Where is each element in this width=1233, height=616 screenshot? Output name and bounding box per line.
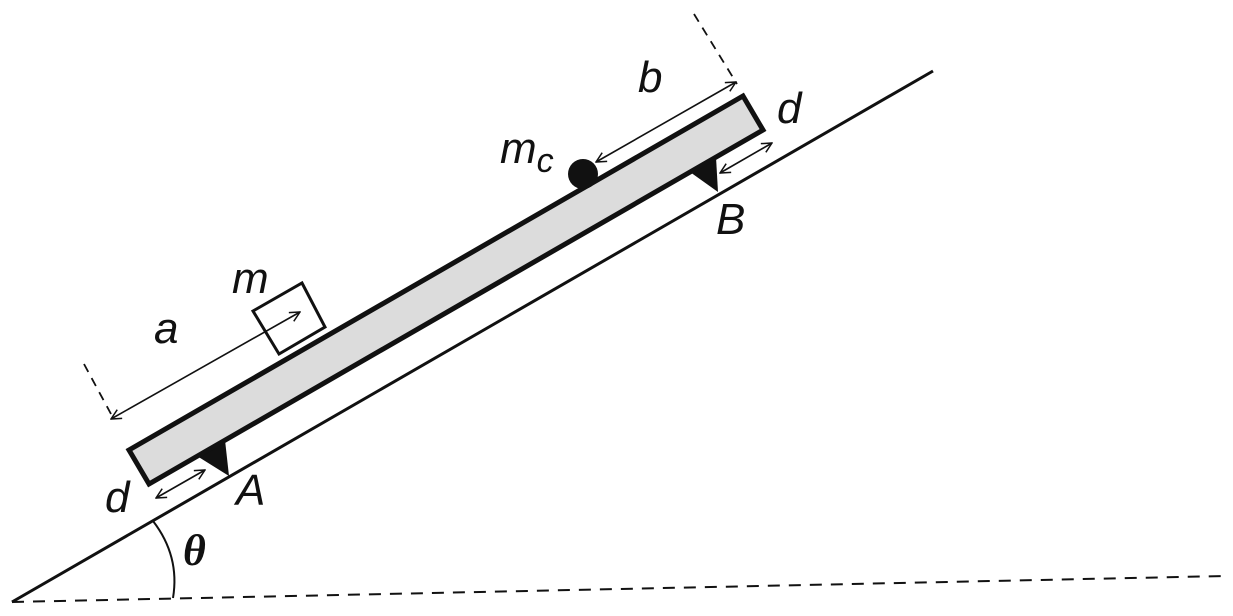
plank bbox=[125, 92, 767, 488]
dimension-arrow-b bbox=[596, 82, 736, 162]
label-mc-main: m bbox=[500, 124, 537, 173]
center-of-mass-ball bbox=[568, 159, 598, 189]
label-d-right: d bbox=[777, 84, 803, 133]
label-mc: mc bbox=[500, 124, 554, 180]
label-b: b bbox=[638, 53, 662, 102]
dimension-arrow-d-left bbox=[156, 470, 205, 498]
horizontal-reference-line bbox=[11, 575, 1226, 603]
dimension-arrow-d-right bbox=[720, 143, 772, 173]
label-mc-subscript: c bbox=[537, 142, 554, 180]
label-d-left: d bbox=[105, 473, 131, 522]
label-A: A bbox=[233, 466, 265, 515]
label-m: m bbox=[232, 254, 269, 303]
left-extension-line bbox=[83, 363, 112, 415]
right-extension-line bbox=[693, 13, 738, 85]
label-B: B bbox=[716, 195, 745, 244]
support-B bbox=[690, 157, 718, 192]
label-theta: θ bbox=[183, 526, 206, 575]
support-A bbox=[197, 440, 229, 476]
dimension-arrow-a bbox=[111, 312, 300, 419]
angle-arc bbox=[152, 520, 176, 599]
label-a: a bbox=[154, 304, 178, 353]
incline-line bbox=[11, 69, 934, 604]
